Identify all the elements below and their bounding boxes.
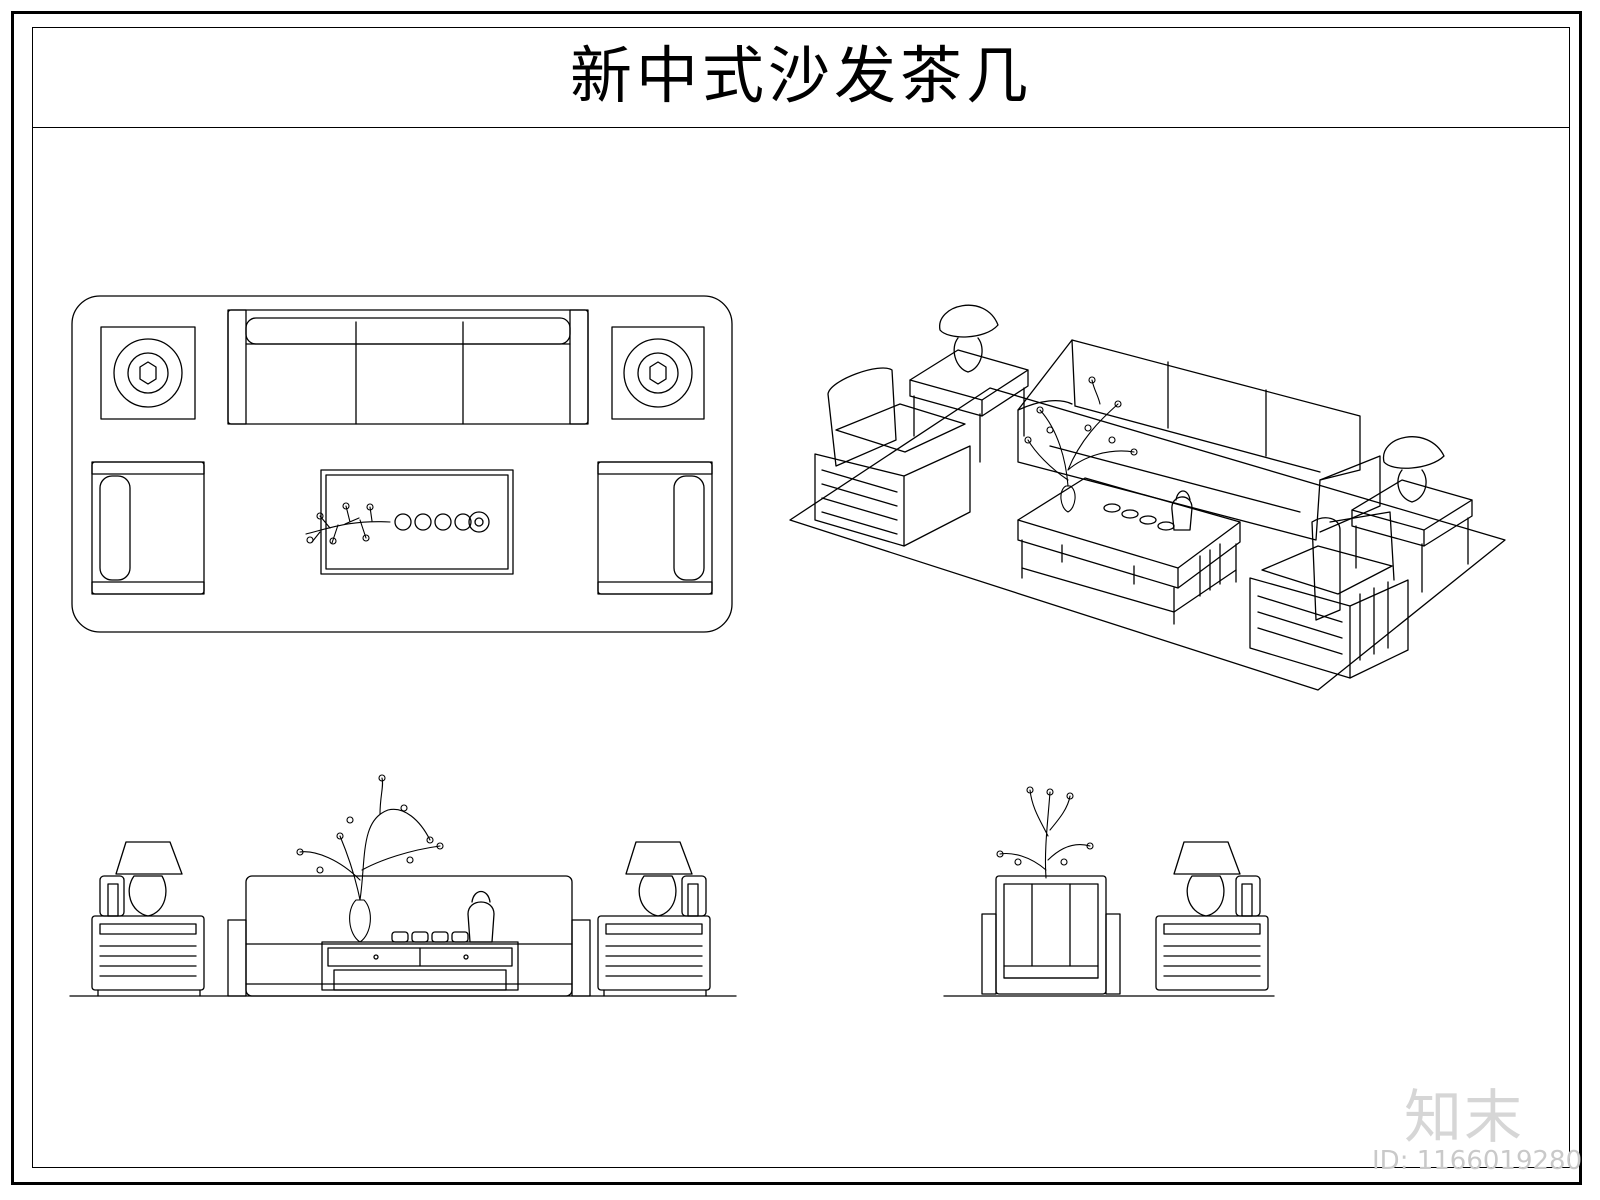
plan-coffee-table xyxy=(305,469,514,575)
plan-tea-cups xyxy=(394,511,490,533)
front-lamp-right xyxy=(625,841,693,917)
watermark-logo: 知末 xyxy=(1404,1083,1525,1151)
front-three-seat-sofa xyxy=(227,875,591,997)
isometric-view xyxy=(789,304,1506,691)
iso-table-lamp-right xyxy=(1383,436,1445,503)
iso-coffee-table xyxy=(1017,477,1241,625)
plan-side-table-left xyxy=(100,326,196,420)
front-lamp-left xyxy=(115,841,183,917)
plan-side-table-right xyxy=(611,326,705,420)
inner-frame xyxy=(32,27,1570,1168)
side-branch xyxy=(996,786,1094,879)
iso-vase-branch xyxy=(1024,376,1138,513)
front-vase-branch xyxy=(296,774,444,943)
iso-armchair-right xyxy=(1249,511,1409,679)
iso-side-table-right xyxy=(1351,479,1473,593)
title-band: 新中式沙发茶几 xyxy=(32,27,1570,128)
watermark-id: ID: 1166019280 xyxy=(1372,1146,1583,1176)
side-elevation xyxy=(943,786,1275,997)
iso-armchair-left xyxy=(814,367,971,547)
plan-armchair-right xyxy=(597,461,713,595)
iso-tea-set xyxy=(1103,490,1193,531)
side-armchair xyxy=(981,875,1121,995)
plan-three-seat-sofa xyxy=(227,309,589,425)
iso-side-table-back xyxy=(909,349,1029,463)
outer-frame xyxy=(11,11,1582,1185)
iso-rug xyxy=(789,387,1506,691)
front-tea-set xyxy=(391,890,495,943)
plan-view xyxy=(71,295,733,633)
front-side-table-right xyxy=(597,875,711,997)
front-coffee-table xyxy=(321,941,519,991)
drawing-title: 新中式沙发茶几 xyxy=(569,39,1032,112)
front-elevation xyxy=(69,774,737,997)
iso-table-lamp-back xyxy=(939,304,999,373)
plan-armchair-left xyxy=(91,461,205,595)
plan-flower-branch xyxy=(305,502,391,545)
side-side-table xyxy=(1155,875,1269,991)
front-side-table-left xyxy=(91,875,205,997)
side-table-lamp xyxy=(1173,841,1241,917)
plan-rug xyxy=(71,295,733,633)
